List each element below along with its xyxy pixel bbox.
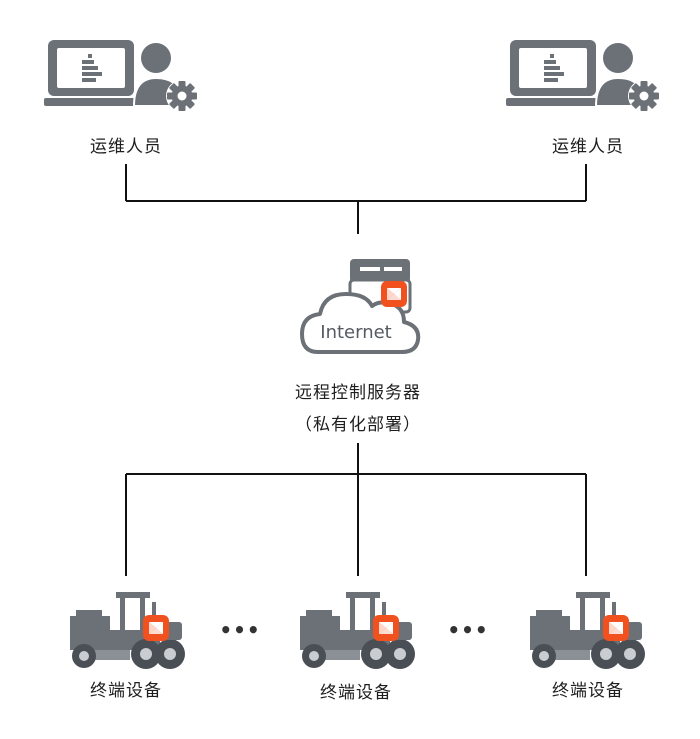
server-badge-icon <box>381 281 407 307</box>
operator-icon-right <box>505 39 661 113</box>
device-label-left: 终端设备 <box>90 681 162 701</box>
bottom-connector <box>125 443 587 576</box>
cloud-label: Internet <box>320 322 392 343</box>
top-connector <box>125 164 587 234</box>
operator-label-right: 运维人员 <box>552 137 624 157</box>
device-label-right: 终端设备 <box>552 681 624 701</box>
operator-icon-left <box>43 39 199 113</box>
server-label: 远程控制服务器 <box>295 383 421 403</box>
operator-label-left: 运维人员 <box>90 137 162 157</box>
ellipsis-left: ••• <box>219 618 261 642</box>
server-sublabel: （私有化部署） <box>295 415 421 435</box>
cloud-icon <box>300 292 421 354</box>
device-badge-icon-left <box>143 615 169 641</box>
ellipsis-right: ••• <box>447 618 489 642</box>
device-badge-icon-right <box>603 615 629 641</box>
device-badge-icon-center <box>373 615 399 641</box>
device-label-center: 终端设备 <box>320 683 392 703</box>
